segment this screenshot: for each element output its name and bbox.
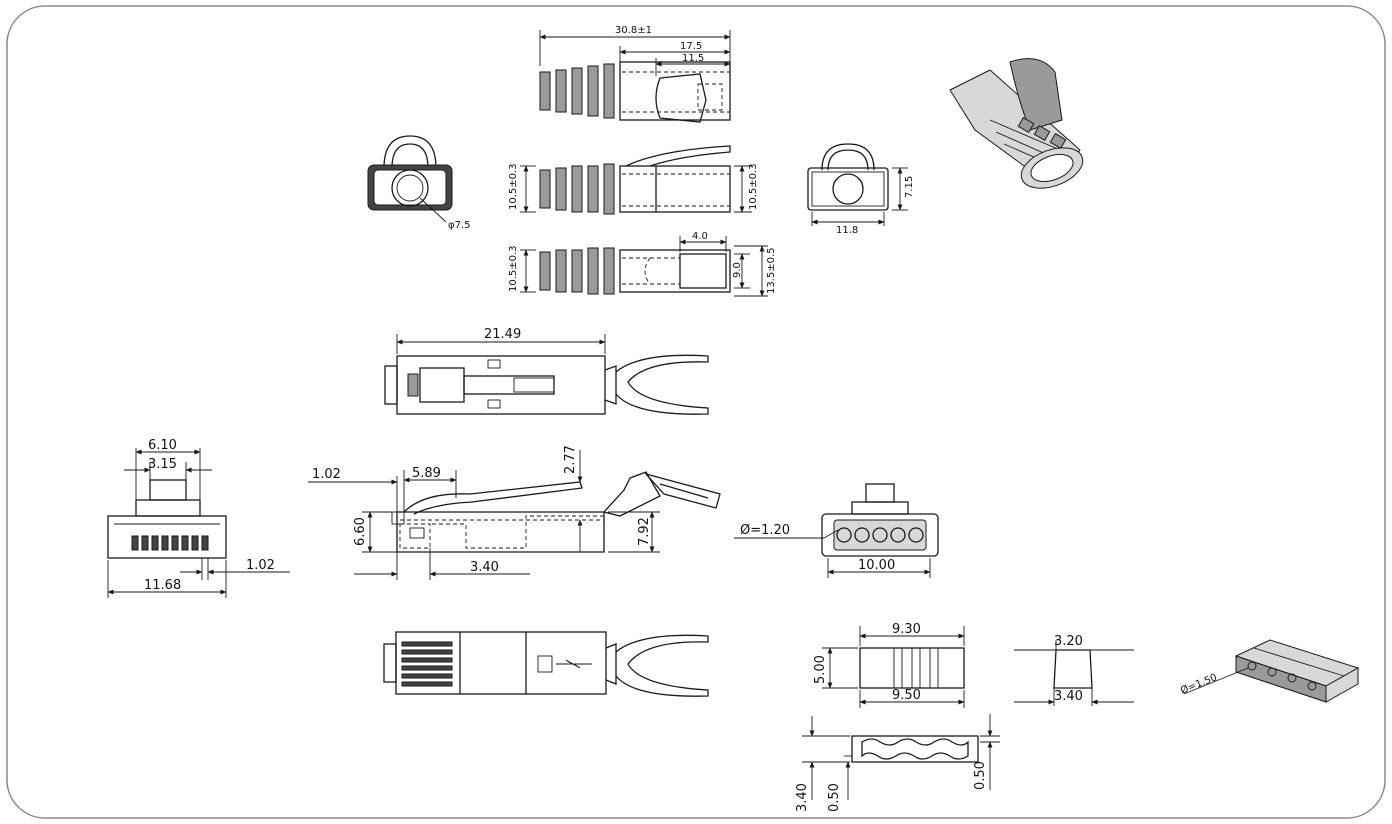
- insert-end-b: 0.50: [973, 761, 988, 790]
- boot-isometric-view: [949, 58, 1084, 189]
- boot-top-view: 4.0 10.5±0.3 9.0 13.5±0.5: [508, 231, 777, 297]
- plug-front-dia: Ø=1.20: [740, 523, 790, 538]
- boot-front-height: 7.15: [904, 176, 915, 198]
- plug-end-pitch: 1.02: [246, 558, 275, 573]
- plug-bottom-view: [383, 631, 709, 697]
- insert-iso-dia: Ø=1.50: [1179, 671, 1219, 697]
- insert-side-view: 3.20 3.40: [1014, 634, 1134, 706]
- drawing-frame: [6, 5, 1386, 819]
- insert-end-a: 0.50: [827, 783, 842, 812]
- insert-side-top: 3.20: [1054, 634, 1083, 649]
- plug-side-height-left: 6.60: [353, 517, 368, 546]
- plug-side-bottom: 3.40: [470, 560, 499, 575]
- boot-top-outer: 13.5±0.5: [766, 247, 777, 294]
- insert-side-bottom: 3.40: [1054, 689, 1083, 704]
- plug-side-top: 5.89: [412, 466, 441, 481]
- boot-inner2-dim: 11.5: [682, 53, 704, 64]
- boot-inner1-dim: 17.5: [680, 41, 702, 52]
- plug-end-width-mid: 3.15: [148, 457, 177, 472]
- boot-front-view: 7.15 11.8: [807, 143, 915, 236]
- plug-end-width-top: 6.10: [148, 438, 177, 453]
- plug-front-width: 10.00: [858, 558, 895, 573]
- boot-top-height-left: 10.5±0.3: [508, 245, 519, 292]
- plug-end-width: 11.68: [144, 578, 181, 593]
- boot-overall-dim: 30.8±1: [615, 25, 652, 36]
- insert-end-view: 3.40 0.50 0.50: [795, 714, 1000, 812]
- insert-top-dim: 9.30: [892, 622, 921, 637]
- insert-isometric-view: Ø=1.50: [1179, 639, 1360, 703]
- boot-front-width: 11.8: [836, 225, 858, 236]
- plug-side-latch: 2.77: [563, 445, 578, 474]
- plug-top-view: 21.49: [384, 327, 709, 415]
- boot-end-view: φ7.5: [367, 135, 471, 231]
- plug-front-view: Ø=1.20 10.00: [734, 483, 939, 578]
- plug-side-view: 1.02 5.89 2.77 6.60 7.92 3.40: [308, 445, 721, 580]
- insert-end-height: 3.40: [795, 783, 810, 812]
- plug-end-view: 6.10 3.15 1.02 11.68: [107, 438, 290, 598]
- boot-end-dia: φ7.5: [448, 220, 471, 231]
- boot-middle-view: 10.5±0.3 10.5±0.3: [508, 145, 759, 215]
- insert-front-view: 9.30 9.50 5.00: [813, 622, 965, 708]
- plug-side-left: 1.02: [312, 467, 341, 482]
- insert-bottom-dim: 9.50: [892, 688, 921, 703]
- plug-length-dim: 21.49: [484, 327, 521, 342]
- boot-top-inner: 9.0: [732, 262, 743, 278]
- boot-height-left: 10.5±0.3: [508, 163, 519, 210]
- plug-side-height-right: 7.92: [637, 517, 652, 546]
- boot-height-right: 10.5±0.3: [748, 163, 759, 210]
- boot-top-width: 4.0: [692, 231, 708, 242]
- boot-side-view: 30.8±1 17.5 11.5: [539, 25, 731, 123]
- insert-height-dim: 5.00: [813, 655, 828, 684]
